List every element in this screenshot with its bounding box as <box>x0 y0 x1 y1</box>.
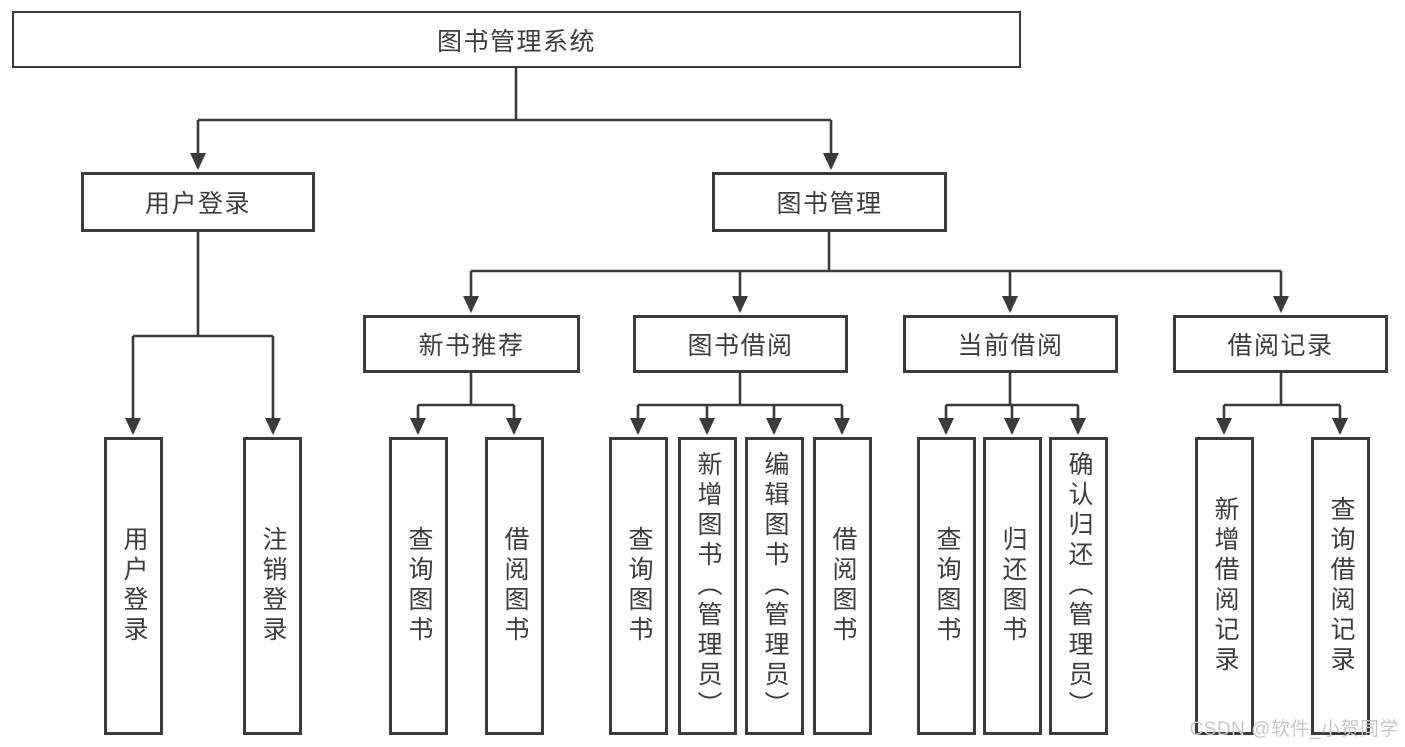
leaf-cb-return-books: 归还图书 <box>983 437 1042 735</box>
connector-book-borrowing-stem <box>638 373 842 407</box>
leaf-bb-add-books-admin: 新增图书（管理员） <box>678 437 737 735</box>
leaf-user-login: 用户登录 <box>104 437 163 735</box>
node-borrowing-records: 借阅记录 <box>1173 315 1388 373</box>
connector-new-book-stem <box>418 373 514 407</box>
leaf-cb-query-books-label: 查询图书 <box>933 526 961 646</box>
leaf-bb-edit-books-admin: 编辑图书（管理员） <box>745 437 804 735</box>
leaf-bb-borrow-books: 借阅图书 <box>813 437 872 735</box>
node-user-login: 用户登录 <box>81 172 315 232</box>
connector-root-stem <box>198 68 831 122</box>
leaf-nb-borrow-books-label: 借阅图书 <box>501 526 529 646</box>
leaf-bb-query-books-label: 查询图书 <box>625 526 653 646</box>
node-current-borrowing: 当前借阅 <box>903 315 1118 373</box>
connector-user-login-stem <box>133 232 273 338</box>
leaf-cb-query-books: 查询图书 <box>917 437 976 735</box>
leaf-cb-confirm-return-admin: 确认归还（管理员） <box>1049 437 1108 735</box>
connector-current-borrowing-stem <box>946 373 1078 407</box>
leaf-br-add-borrow-record-label: 新增借阅记录 <box>1211 496 1239 676</box>
node-book-borrowing: 图书借阅 <box>633 315 848 373</box>
leaf-bb-query-books: 查询图书 <box>609 437 668 735</box>
leaf-nb-borrow-books: 借阅图书 <box>485 437 544 735</box>
leaf-user-login-label: 用户登录 <box>120 526 148 646</box>
leaf-nb-query-books-label: 查询图书 <box>405 526 433 646</box>
node-library-management-system: 图书管理系统 <box>12 11 1021 68</box>
leaf-logout: 注销登录 <box>243 437 302 735</box>
csdn-watermark: CSDN @软件_小贺同学 <box>1189 719 1399 740</box>
leaf-bb-add-books-admin-label: 新增图书（管理员） <box>694 451 722 721</box>
leaf-bb-borrow-books-label: 借阅图书 <box>829 526 857 646</box>
connector-borrowing-records-stem <box>1224 373 1340 407</box>
node-new-book-recommendation: 新书推荐 <box>363 315 580 373</box>
node-book-management: 图书管理 <box>712 172 947 232</box>
leaf-nb-query-books: 查询图书 <box>389 437 448 735</box>
leaf-logout-label: 注销登录 <box>259 526 287 646</box>
connector-book-management-stem <box>471 232 1281 273</box>
leaf-cb-return-books-label: 归还图书 <box>999 526 1027 646</box>
leaf-br-add-borrow-record: 新增借阅记录 <box>1195 437 1254 735</box>
leaf-bb-edit-books-admin-label: 编辑图书（管理员） <box>761 451 789 721</box>
leaf-cb-confirm-return-admin-label: 确认归还（管理员） <box>1065 451 1093 721</box>
leaf-br-query-borrow-record-label: 查询借阅记录 <box>1327 496 1355 676</box>
leaf-br-query-borrow-record: 查询借阅记录 <box>1311 437 1370 735</box>
